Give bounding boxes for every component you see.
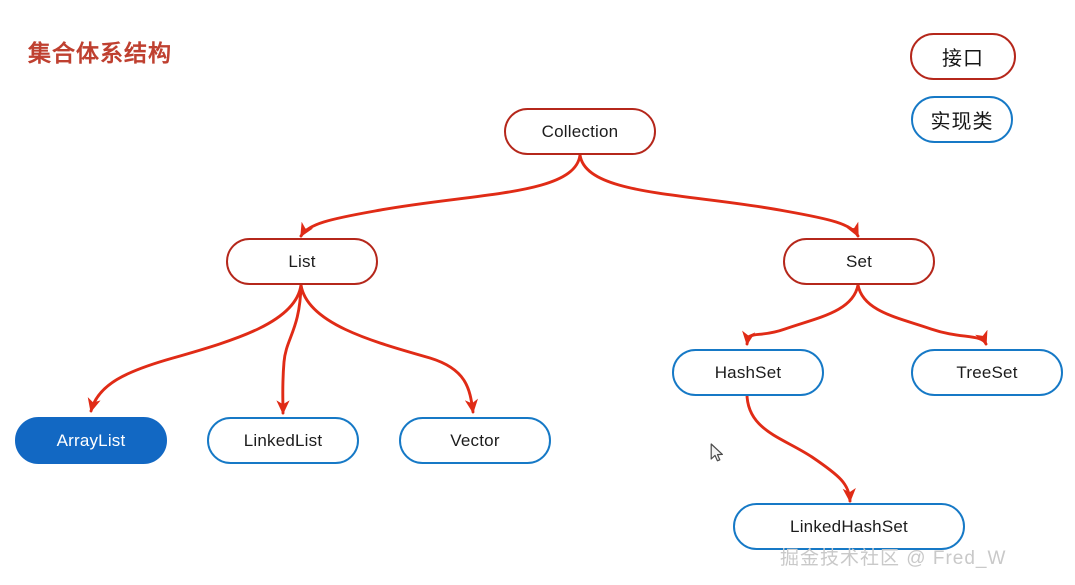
node-hashset-label: HashSet (714, 362, 782, 382)
node-arraylist-label: ArrayList (56, 430, 126, 450)
page-title: 集合体系结构 (28, 40, 172, 66)
legend-implementation-label: 实现类 (930, 111, 994, 133)
node-vector-label: Vector (450, 430, 500, 450)
node-hashset[interactable]: HashSet (672, 349, 824, 396)
legend-interface-label: 接口 (942, 48, 984, 70)
edge-hashset-linkedhashset (745, 388, 856, 503)
node-arraylist[interactable]: ArrayList (15, 417, 167, 464)
legend-item-implementation: 实现类 (911, 96, 1013, 143)
node-linkedlist[interactable]: LinkedList (207, 417, 359, 464)
edge-list-arraylist (87, 283, 303, 413)
legend-item-interface: 接口 (910, 33, 1016, 80)
edge-list-linkedlist (276, 283, 303, 415)
node-collection[interactable]: Collection (504, 108, 656, 155)
node-set[interactable]: Set (783, 238, 935, 285)
edge-collection-list (299, 153, 582, 238)
node-collection-label: Collection (541, 121, 619, 141)
node-set-label: Set (845, 251, 873, 271)
node-treeset-label: TreeSet (956, 362, 1018, 382)
edge-set-treeset (856, 283, 988, 346)
node-linkedhashset-label: LinkedHashSet (790, 516, 908, 536)
node-linkedhashset[interactable]: LinkedHashSet (733, 503, 965, 550)
node-treeset[interactable]: TreeSet (911, 349, 1063, 396)
edge-list-vector (299, 283, 479, 414)
node-vector[interactable]: Vector (399, 417, 551, 464)
edge-collection-set (578, 153, 860, 238)
mouse-cursor-icon (710, 443, 723, 462)
node-list[interactable]: List (226, 238, 378, 285)
node-list-label: List (288, 251, 316, 271)
node-linkedlist-label: LinkedList (243, 430, 323, 450)
watermark: 掘金技术社区 @ Fred_W (780, 548, 1007, 569)
edge-set-hashset (742, 283, 860, 346)
